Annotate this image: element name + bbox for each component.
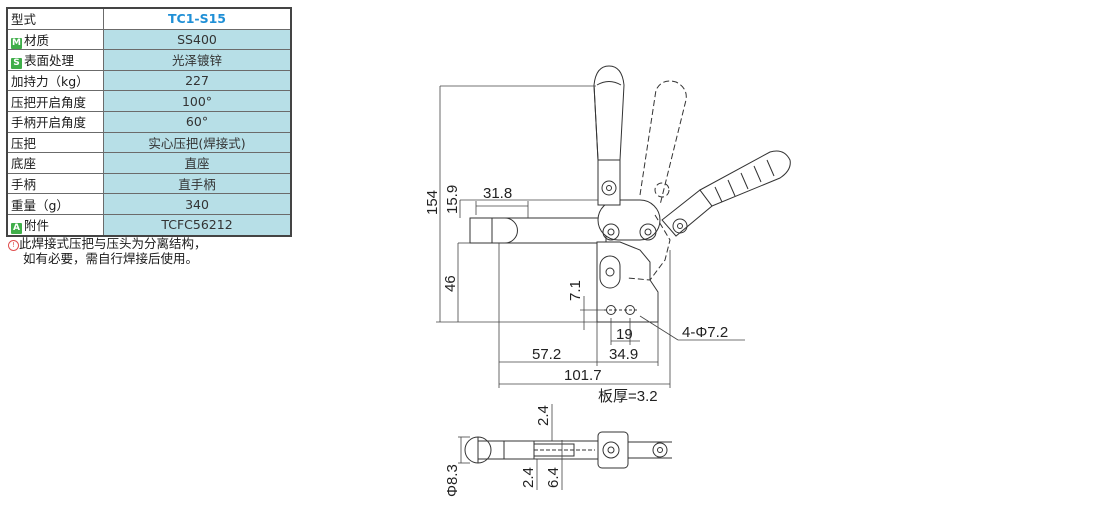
handle-shaft [597, 159, 621, 206]
spec-row: 手柄开启角度 60° [6, 110, 292, 133]
spec-label: 压把 [11, 135, 37, 151]
dim-6-4: 6.4 [545, 467, 562, 488]
spec-label-cell: 底座 [6, 152, 104, 174]
dim-7-1: 7.1 [567, 280, 584, 301]
spec-label-cell: 手柄开启角度 [6, 110, 104, 133]
spec-label: 材质 [24, 32, 50, 48]
handle-tilted [661, 150, 791, 237]
spec-label-cell: 加持力（kg） [6, 69, 104, 92]
top-view [464, 431, 672, 469]
spec-row: 底座 直座 [6, 152, 292, 174]
dim-15-9: 15.9 [444, 185, 461, 214]
spec-row: 手柄 直手柄 [6, 172, 292, 195]
spec-badge-icon: A [11, 223, 22, 235]
pivot-main [602, 223, 620, 241]
spec-value: 直座 [103, 152, 292, 174]
dim-19: 19 [616, 326, 633, 343]
dim-4-phi-7-2: 4-Φ7.2 [682, 324, 728, 341]
spec-value: 100° [103, 90, 292, 112]
dim-2-4-top: 2.4 [535, 405, 552, 426]
spec-label: 底座 [11, 156, 37, 172]
spec-badge-icon: S [11, 58, 22, 70]
spec-value: TC1-S15 [103, 7, 292, 30]
dim-34-9: 34.9 [609, 346, 638, 363]
dim-154: 154 [424, 190, 441, 215]
spec-label-cell: 型式 [6, 7, 104, 30]
spec-value: 340 [103, 193, 292, 215]
spec-value: SS400 [103, 28, 292, 51]
note-line-1: 此焊接式压把与压头为分离结构， [19, 236, 207, 251]
spec-label: 表面处理 [24, 53, 75, 69]
spec-label: 压把开启角度 [11, 94, 87, 110]
dim-phi-8-3: Φ8.3 [444, 464, 461, 497]
handle-grip [593, 65, 625, 161]
spec-label: 附件 [24, 218, 50, 234]
spec-label-cell: 手柄 [6, 172, 104, 195]
spec-label-cell: 压把 [6, 131, 104, 154]
dim-57-2: 57.2 [532, 346, 561, 363]
handle-open-phantom [627, 80, 687, 281]
spec-label: 重量（g） [11, 197, 69, 213]
dim-31-8: 31.8 [483, 185, 512, 202]
clamp-arm [469, 217, 607, 244]
spec-badge-icon: M [11, 37, 22, 49]
handle-pivot [601, 180, 617, 196]
pivot-2 [639, 223, 657, 241]
clamp-tip-round [504, 217, 518, 244]
spec-value: 光泽镀锌 [103, 49, 292, 71]
dim-46: 46 [442, 275, 459, 292]
link-slot [599, 255, 621, 289]
spec-label: 手柄开启角度 [11, 115, 87, 131]
clamp-tip [469, 217, 493, 244]
plate-thickness: 板厚=3.2 [598, 387, 658, 405]
dim-2-4-bottom: 2.4 [520, 467, 537, 488]
spec-row: 加持力（kg）227 [6, 69, 292, 92]
spec-label: 手柄 [11, 177, 37, 193]
note-line-2: 如有必要，需自行焊接后使用。 [23, 251, 199, 266]
spec-row: 压把开启角度 100° [6, 90, 292, 112]
spec-value: 直手柄 [103, 172, 292, 195]
warning-circle-icon: ! [8, 240, 19, 251]
weld-note: !此焊接式压把与压头为分离结构， 如有必要，需自行焊接后使用。 [8, 236, 207, 266]
spec-row: 型式 TC1-S15 [6, 7, 292, 30]
spec-label: 加持力（kg） [11, 74, 89, 90]
spec-label: 型式 [11, 12, 37, 28]
spec-value: TCFC56212 [103, 213, 292, 237]
dim-101-7: 101.7 [564, 367, 602, 384]
spec-value: 60° [103, 110, 292, 133]
spec-label-cell: 压把开启角度 [6, 90, 104, 112]
